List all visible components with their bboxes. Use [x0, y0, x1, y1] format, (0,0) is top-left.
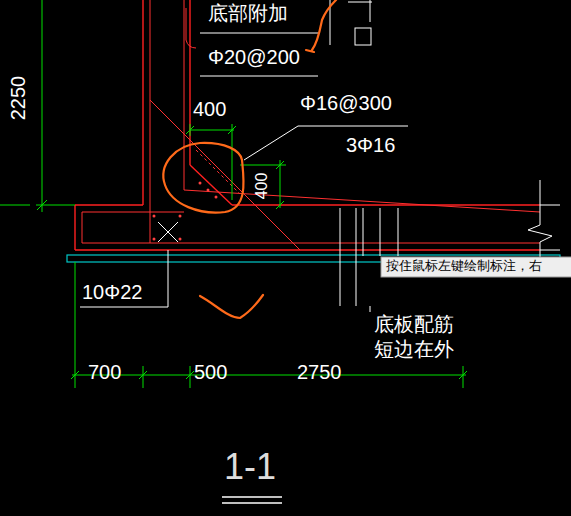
concrete-outline: [75, 0, 540, 250]
section-cross: [158, 222, 178, 242]
dimension-text: 500: [194, 361, 227, 384]
rebar-spec: 3Φ16: [346, 134, 395, 157]
dimension-text: 2750: [297, 361, 342, 384]
markup-strokes: [163, 0, 336, 318]
dimension-text: 700: [88, 361, 121, 384]
tooltip-box: [381, 257, 571, 277]
rebar-spec: Φ16@300: [300, 92, 392, 115]
rebar-note: 底部附加: [208, 2, 288, 25]
rebar-note: 底板配筋 短边在外: [374, 312, 460, 362]
dimension-text: 2250: [7, 76, 30, 121]
dimension-lines: [0, 0, 467, 388]
rebar-dots: [153, 182, 218, 241]
dimension-text: 400: [193, 98, 226, 121]
dimension-text: 400: [253, 173, 271, 200]
rebar-spec: Φ20@200: [208, 46, 300, 69]
tooltip-text: 按住鼠标左键绘制标注，右: [386, 259, 542, 274]
rebar-spec: 10Φ22: [82, 281, 142, 304]
rebar-lines: [82, 0, 540, 250]
section-title: 1-1: [224, 446, 276, 487]
leader-lines: [80, 0, 560, 503]
